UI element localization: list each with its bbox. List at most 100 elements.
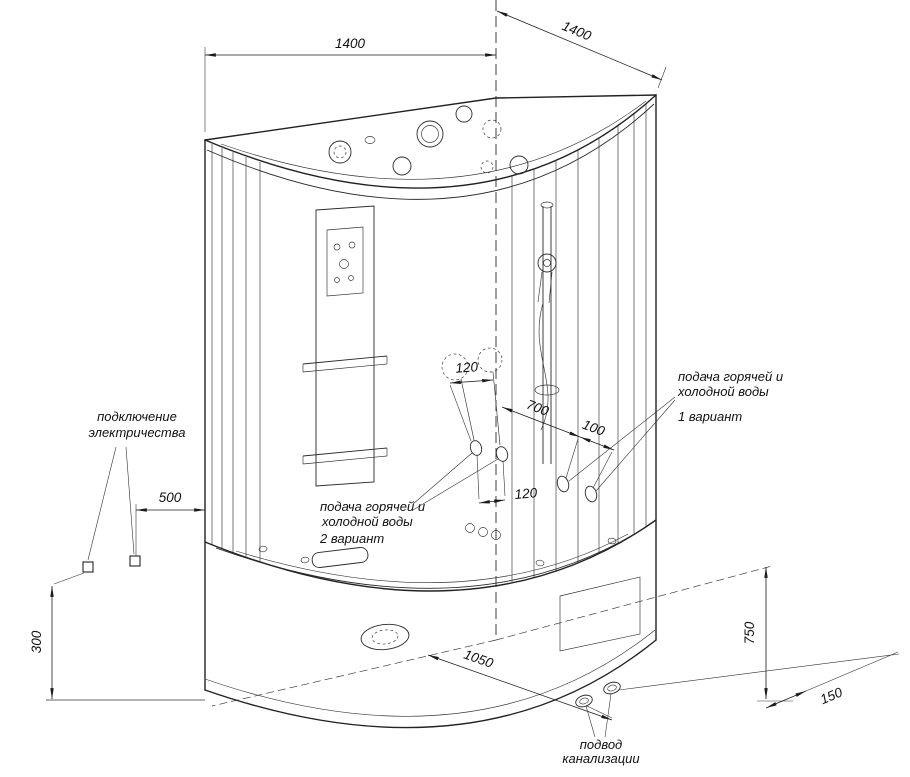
sewer-outlet (575, 681, 621, 708)
dimension-sewer-1050: 1050 (427, 647, 613, 721)
column-top-cap (540, 201, 554, 209)
water-point-option2 (469, 440, 483, 456)
roof-jet (509, 155, 529, 175)
rim-jet (258, 545, 268, 553)
panel-knob (339, 259, 349, 269)
roof-jet-hidden (333, 145, 347, 159)
roof-back-right-edge (495, 94, 657, 99)
panel-display (326, 226, 364, 297)
shelf-upper (302, 355, 388, 373)
tub-headrest (311, 546, 369, 569)
leader-line (125, 446, 135, 555)
extension-line (449, 384, 472, 442)
sewer-label-line2: канализации (562, 751, 639, 766)
water2-label-line2: холодной воды (321, 514, 413, 529)
tub-bowl-edge (235, 533, 629, 583)
extension-line (502, 460, 506, 497)
hand-shower-center (543, 259, 551, 267)
shower-cabin (46, 0, 773, 729)
roof-back-left-edge (204, 97, 497, 141)
shelf-lower (302, 447, 388, 465)
shower-column (441, 201, 560, 464)
dimension-text-1050: 1050 (462, 647, 496, 671)
leader-line (412, 458, 499, 511)
dimension-text-750: 750 (742, 621, 757, 644)
electric-label-line2: электричества (89, 425, 186, 440)
dimension-text-300: 300 (29, 630, 44, 653)
sewer-pipe-inner (579, 697, 589, 705)
reference-line (618, 653, 900, 691)
electric-label-line1: подключение (97, 409, 177, 424)
bathtub (204, 519, 657, 592)
sewer-pipe (603, 681, 621, 695)
leader-line (568, 396, 676, 482)
annotation-sewer: подвод канализации (562, 653, 900, 766)
dimension-text-700: 700 (524, 397, 551, 419)
dimension-top-left-width: 1400 (204, 36, 496, 132)
roof-jet-hidden (480, 160, 494, 174)
extension-line (53, 572, 85, 585)
shelf-edge (302, 355, 388, 365)
water2-label-line1: подача горячей и (320, 499, 425, 514)
hand-shower-handle (537, 271, 543, 303)
leader-line (412, 452, 473, 505)
cabin-roof (204, 94, 657, 200)
dimension-line (579, 436, 615, 451)
dimension-wall-750: 750 (742, 567, 793, 702)
roof-jets (328, 105, 529, 176)
water-point-option2 (495, 446, 509, 462)
dimension-text-120-lower: 120 (514, 485, 538, 502)
dimension-water2-120-lower: 120 (476, 454, 538, 504)
glass-panel-seams-right (511, 104, 647, 583)
sewer-pipe (575, 694, 593, 708)
body-jet-hidden (441, 353, 469, 381)
dimension-text-500: 500 (159, 490, 182, 505)
roof-nozzle (364, 136, 376, 144)
deck-faucet-knob (491, 530, 501, 540)
annotation-water-option2: подача горячей и холодной воды 2 вариант (319, 452, 499, 546)
rim-jet (535, 559, 545, 567)
dimension-text-100: 100 (580, 417, 607, 439)
dimensions: 1400 1400 500 300 120 700 (29, 10, 899, 721)
extension-line (805, 651, 899, 692)
dimension-text-150: 150 (818, 684, 845, 707)
electric-socket-box (129, 555, 141, 567)
leader-line (585, 705, 596, 738)
shelf-edge (302, 447, 388, 457)
sewer-label-line1: подвод (580, 737, 623, 752)
extension-line (476, 454, 480, 500)
body-jet-hidden (477, 347, 503, 373)
water1-label-line2: холодной воды (677, 384, 769, 399)
shelf-edge (302, 455, 388, 465)
panel-button (348, 275, 354, 281)
dimension-line (765, 690, 807, 709)
dimension-text-1400-left: 1400 (335, 36, 366, 51)
pipe-line (492, 371, 501, 446)
roof-jet-hidden (482, 119, 502, 139)
dimension-electric-300: 300 (29, 572, 85, 699)
dimension-water2-120-upper: 120 (449, 359, 494, 442)
floor-left-wall-line (211, 639, 497, 707)
hand-shower-head (537, 253, 557, 273)
dimension-text-120-upper: 120 (455, 359, 479, 376)
roof-front-edge (204, 94, 657, 189)
dimension-top-right-width: 1400 (496, 10, 667, 89)
extension-line (657, 66, 667, 89)
panel-button (348, 241, 356, 249)
dimension-line (427, 654, 613, 721)
apron-access-hidden (371, 629, 399, 645)
water2-label-line3: 2 вариант (319, 531, 384, 546)
dimension-sewer-offset-150: 150 (765, 651, 899, 709)
rim-jet (300, 556, 310, 564)
apron-service-panel (559, 576, 641, 652)
roof-dome-contour (220, 100, 647, 180)
annotation-water-option1: подача горячей и холодной воды 1 вариант (568, 369, 783, 492)
apron-plinth-line (204, 629, 656, 717)
dimension-line (449, 379, 494, 384)
dimension-line (478, 499, 506, 504)
roof-jet (455, 105, 473, 123)
panel-body (315, 205, 375, 487)
apron-access-oval (360, 623, 410, 651)
panel-button (333, 243, 341, 251)
